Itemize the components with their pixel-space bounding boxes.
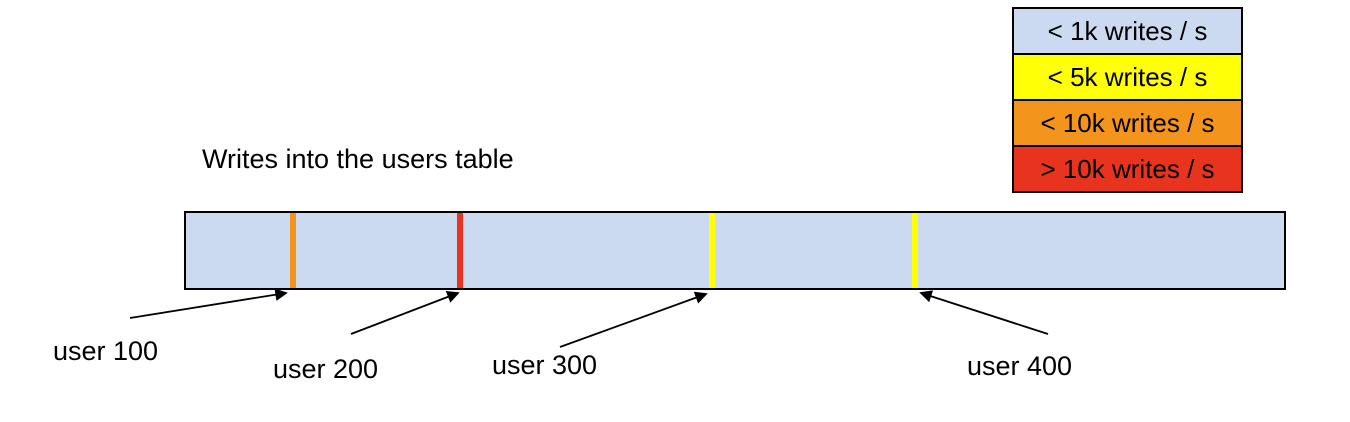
legend-item-gt-10k: > 10k writes / s xyxy=(1014,145,1241,191)
legend-item-lt-1k: < 1k writes / s xyxy=(1014,9,1241,53)
arrow-user-300 xyxy=(559,291,708,348)
user-label-400: user 400 xyxy=(967,351,1073,381)
legend-item-lt-5k: < 5k writes / s xyxy=(1014,53,1241,99)
hotspot-marker-user-300 xyxy=(709,213,715,288)
user-label-100: user 100 xyxy=(53,336,159,366)
arrow-user-100 xyxy=(129,288,288,319)
user-label-300: user 300 xyxy=(492,350,598,380)
hotspot-marker-user-100 xyxy=(290,213,296,288)
legend-item-lt-10k: < 10k writes / s xyxy=(1014,99,1241,145)
user-label-200: user 200 xyxy=(273,354,379,384)
arrow-user-400 xyxy=(919,290,1049,335)
hotspot-marker-user-400 xyxy=(912,213,918,288)
users-table-bar xyxy=(184,211,1286,290)
hotspot-marker-user-200 xyxy=(457,213,463,288)
arrow-user-200 xyxy=(350,290,460,335)
write-rate-legend: < 1k writes / s < 5k writes / s < 10k wr… xyxy=(1012,7,1243,193)
diagram-title: Writes into the users table xyxy=(202,144,514,174)
